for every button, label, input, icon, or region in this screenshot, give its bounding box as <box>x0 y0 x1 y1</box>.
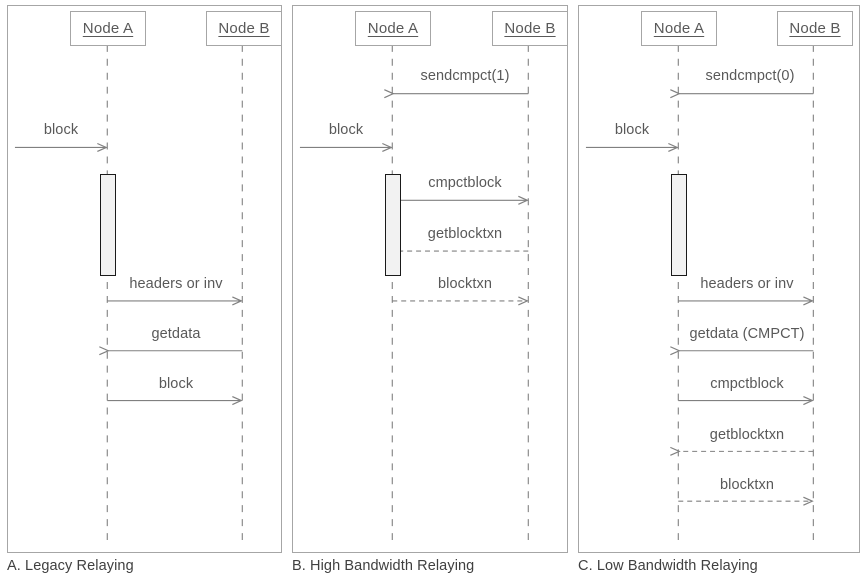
actor-label-node-b: Node B <box>789 20 841 37</box>
message-label-getdata-cmpct: getdata (CMPCT) <box>689 326 805 342</box>
actor-box-node-b: Node B <box>492 11 568 46</box>
panel-high-bandwidth-relaying: Node A Node B sendcmpct(1) block cmpctbl… <box>292 5 568 553</box>
message-label-getdata: getdata <box>151 326 201 342</box>
actor-label-node-b: Node B <box>218 20 270 37</box>
actor-label-node-a: Node A <box>653 20 705 37</box>
activation-bar-node-a <box>100 174 116 276</box>
panel-b-lines <box>299 44 529 545</box>
panel-low-bandwidth-relaying: Node A Node B sendcmpct(0) block headers… <box>578 5 860 553</box>
actor-box-node-a: Node A <box>70 11 146 46</box>
message-label-sendcmpct: sendcmpct(1) <box>420 68 510 84</box>
message-label-blocktxn: blocktxn <box>438 276 492 292</box>
actor-box-node-b: Node B <box>206 11 282 46</box>
actor-box-node-a: Node A <box>641 11 717 46</box>
message-label-headers-or-inv: headers or inv <box>700 276 794 292</box>
actor-box-node-a: Node A <box>355 11 431 46</box>
actor-label-node-b: Node B <box>504 20 556 37</box>
actor-box-node-b: Node B <box>777 11 853 46</box>
actor-label-node-a: Node A <box>367 20 419 37</box>
message-label-sendcmpct: sendcmpct(0) <box>705 68 795 84</box>
panel-caption-a: A. Legacy Relaying <box>7 558 134 574</box>
message-label-getblocktxn: getblocktxn <box>427 226 503 242</box>
actor-label-node-a: Node A <box>82 20 134 37</box>
panel-caption-b: B. High Bandwidth Relaying <box>292 558 475 574</box>
message-label-cmpctblock: cmpctblock <box>710 376 784 392</box>
message-label-cmpctblock: cmpctblock <box>428 175 502 191</box>
panel-caption-c: C. Low Bandwidth Relaying <box>578 558 758 574</box>
panel-a-lines <box>14 44 243 545</box>
activation-bar-node-a <box>671 174 687 276</box>
message-label-block-external: block <box>43 122 79 138</box>
panel-legacy-relaying: Node A Node B block headers or inv getda… <box>7 5 282 553</box>
panel-c-lines <box>585 44 814 545</box>
message-label-blocktxn: blocktxn <box>720 477 774 493</box>
message-label-block-external: block <box>614 122 650 138</box>
message-label-block: block <box>158 376 194 392</box>
activation-bar-node-a <box>385 174 401 276</box>
message-label-block-external: block <box>328 122 364 138</box>
message-label-headers-or-inv: headers or inv <box>129 276 223 292</box>
message-label-getblocktxn: getblocktxn <box>709 427 785 443</box>
